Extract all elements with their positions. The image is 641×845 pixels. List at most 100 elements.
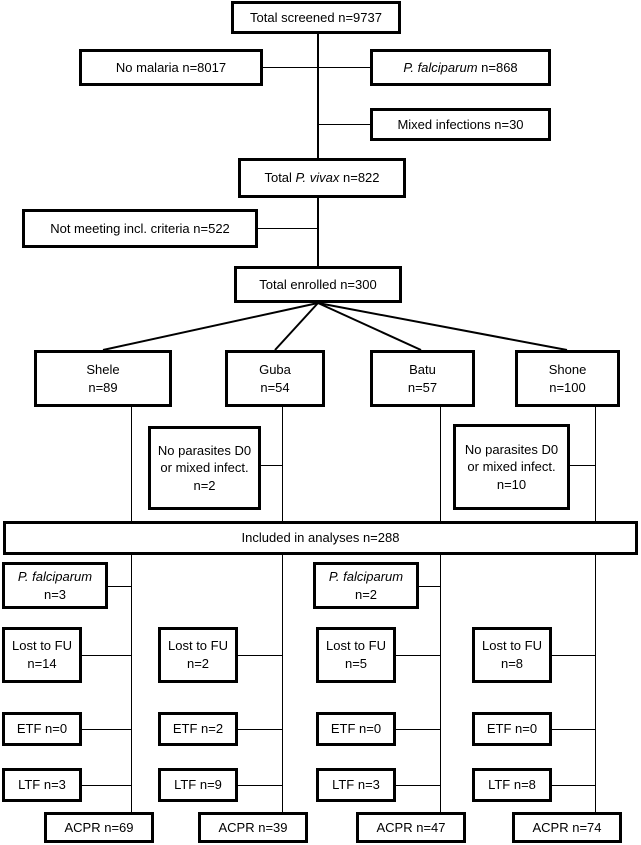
connector-ltfu-shele bbox=[82, 655, 132, 656]
connector-fanout-sites bbox=[102, 302, 568, 351]
box-acpr-shele-label: ACPR n=69 bbox=[64, 819, 134, 835]
connector-mixed bbox=[317, 124, 371, 125]
box-lost-to-fu-shele-count: n=14 bbox=[27, 656, 57, 671]
box-site-batu-count: n=57 bbox=[407, 379, 438, 395]
box-not-meeting-criteria-label: Not meeting incl. criteria n=522 bbox=[50, 220, 230, 236]
box-total-screened-label: Total screened n=9737 bbox=[250, 9, 382, 25]
box-pf-batu[interactable]: P. falciparum n=2 bbox=[313, 562, 419, 609]
box-lost-to-fu-batu-label: Lost to FU bbox=[326, 638, 386, 654]
box-no-parasites-shele-guba[interactable]: No parasites D0 or mixed infect. n=2 bbox=[148, 426, 261, 510]
box-etf-guba[interactable]: ETF n=2 bbox=[158, 712, 238, 746]
box-pf-batu-count: n=2 bbox=[354, 586, 378, 602]
box-site-batu-name: Batu bbox=[409, 361, 436, 377]
box-site-shele-name: Shele bbox=[86, 361, 120, 377]
box-lost-to-fu-batu-count: n=5 bbox=[344, 656, 368, 671]
box-ltf-shone[interactable]: LTF n=8 bbox=[472, 768, 552, 802]
box-lost-to-fu-shone[interactable]: Lost to FU n=8 bbox=[472, 627, 552, 683]
connector-ltfu-shone bbox=[552, 655, 596, 656]
box-site-shele[interactable]: Shele n=89 bbox=[34, 350, 172, 407]
box-no-parasites-right-line2: or mixed infect. bbox=[467, 459, 556, 475]
connector-ltf-shone bbox=[552, 785, 596, 786]
box-total-vivax[interactable]: Total P. vivax n=822 bbox=[238, 158, 406, 198]
box-acpr-shone-label: ACPR n=74 bbox=[532, 819, 602, 835]
connector-etf-shone bbox=[552, 729, 596, 730]
connector-no-parasites-right bbox=[570, 465, 596, 466]
box-no-malaria[interactable]: No malaria n=8017 bbox=[79, 49, 263, 86]
connector-ltf-batu bbox=[396, 785, 441, 786]
connector-etf-batu bbox=[396, 729, 441, 730]
box-site-batu[interactable]: Batu n=57 bbox=[370, 350, 475, 407]
box-total-screened[interactable]: Total screened n=9737 bbox=[231, 1, 401, 34]
connector-no-parasites-left bbox=[261, 465, 283, 466]
box-not-meeting-criteria[interactable]: Not meeting incl. criteria n=522 bbox=[22, 209, 258, 248]
box-site-shele-count: n=89 bbox=[88, 379, 118, 395]
trunk-shele bbox=[131, 407, 132, 522]
box-etf-shone[interactable]: ETF n=0 bbox=[472, 712, 552, 746]
box-no-parasites-batu-shone[interactable]: No parasites D0 or mixed infect. n=10 bbox=[453, 424, 570, 510]
box-no-parasites-left-line2: or mixed infect. bbox=[160, 460, 249, 476]
connector-not-meeting bbox=[258, 228, 318, 229]
box-site-shone-count: n=100 bbox=[549, 379, 586, 395]
box-etf-batu-label: ETF n=0 bbox=[330, 721, 382, 737]
box-site-guba-name: Guba bbox=[259, 361, 291, 377]
box-ltf-guba[interactable]: LTF n=9 bbox=[158, 768, 238, 802]
trunk-batu bbox=[440, 407, 441, 522]
box-etf-guba-label: ETF n=2 bbox=[172, 721, 224, 737]
connector-pf868 bbox=[317, 67, 371, 68]
box-lost-to-fu-shone-label: Lost to FU bbox=[482, 638, 542, 654]
box-pf-batu-species: P. falciparum bbox=[328, 568, 404, 584]
connector-pf-shele bbox=[108, 586, 132, 587]
box-no-parasites-right-count: n=10 bbox=[496, 476, 527, 492]
box-lost-to-fu-shone-count: n=8 bbox=[500, 656, 524, 671]
connector-etf-guba bbox=[238, 729, 283, 730]
connector-ltfu-guba bbox=[238, 655, 283, 656]
box-lost-to-fu-guba-label: Lost to FU bbox=[168, 638, 228, 654]
box-acpr-guba[interactable]: ACPR n=39 bbox=[198, 812, 308, 843]
box-p-falciparum-868-label: P. falciparum n=868 bbox=[403, 59, 518, 75]
box-acpr-shele[interactable]: ACPR n=69 bbox=[44, 812, 154, 843]
box-p-falciparum-868[interactable]: P. falciparum n=868 bbox=[370, 49, 551, 86]
box-no-parasites-left-line1: No parasites D0 bbox=[157, 442, 252, 458]
box-etf-shele[interactable]: ETF n=0 bbox=[2, 712, 82, 746]
connector-vivax-to-enrolled bbox=[317, 197, 319, 267]
box-mixed-infections-label: Mixed infections n=30 bbox=[397, 116, 524, 132]
box-site-guba[interactable]: Guba n=54 bbox=[225, 350, 325, 407]
box-no-malaria-label: No malaria n=8017 bbox=[115, 59, 227, 75]
box-acpr-batu[interactable]: ACPR n=47 bbox=[356, 812, 466, 843]
box-etf-batu[interactable]: ETF n=0 bbox=[316, 712, 396, 746]
box-included-in-analyses[interactable]: Included in analyses n=288 bbox=[3, 521, 638, 555]
box-pf-shele-species: P. falciparum bbox=[17, 568, 93, 584]
box-site-shone-name: Shone bbox=[548, 361, 587, 377]
box-ltf-batu-label: LTF n=3 bbox=[332, 777, 380, 793]
box-ltf-shele[interactable]: LTF n=3 bbox=[2, 768, 82, 802]
box-lost-to-fu-guba[interactable]: Lost to FU n=2 bbox=[158, 627, 238, 683]
trunk-shele-lower bbox=[131, 555, 132, 813]
box-site-shone[interactable]: Shone n=100 bbox=[515, 350, 620, 407]
connector-pf-batu bbox=[419, 586, 441, 587]
box-pf-shele[interactable]: P. falciparum n=3 bbox=[2, 562, 108, 609]
box-mixed-infections[interactable]: Mixed infections n=30 bbox=[370, 108, 551, 141]
box-total-enrolled[interactable]: Total enrolled n=300 bbox=[234, 266, 402, 303]
box-ltf-shele-label: LTF n=3 bbox=[18, 777, 66, 793]
box-lost-to-fu-shele[interactable]: Lost to FU n=14 bbox=[2, 627, 82, 683]
box-included-in-analyses-label: Included in analyses n=288 bbox=[241, 530, 400, 546]
connector-ltf-guba bbox=[238, 785, 283, 786]
box-total-vivax-label: Total P. vivax n=822 bbox=[264, 170, 380, 186]
trunk-guba bbox=[282, 407, 283, 522]
box-pf-shele-count: n=3 bbox=[43, 586, 67, 602]
box-no-parasites-left-count: n=2 bbox=[193, 477, 216, 493]
trunk-shone-lower bbox=[595, 555, 596, 813]
trunk-shone bbox=[595, 407, 596, 522]
connector-ltf-shele bbox=[82, 785, 132, 786]
trunk-batu-lower bbox=[440, 555, 441, 813]
box-site-guba-count: n=54 bbox=[260, 379, 290, 395]
box-total-enrolled-label: Total enrolled n=300 bbox=[259, 276, 377, 292]
box-lost-to-fu-guba-count: n=2 bbox=[186, 656, 210, 671]
connector-screened-to-vivax bbox=[317, 33, 319, 159]
box-ltf-batu[interactable]: LTF n=3 bbox=[316, 768, 396, 802]
box-acpr-batu-label: ACPR n=47 bbox=[376, 819, 446, 835]
connector-ltfu-batu bbox=[396, 655, 441, 656]
box-lost-to-fu-batu[interactable]: Lost to FU n=5 bbox=[316, 627, 396, 683]
box-acpr-shone[interactable]: ACPR n=74 bbox=[512, 812, 622, 843]
